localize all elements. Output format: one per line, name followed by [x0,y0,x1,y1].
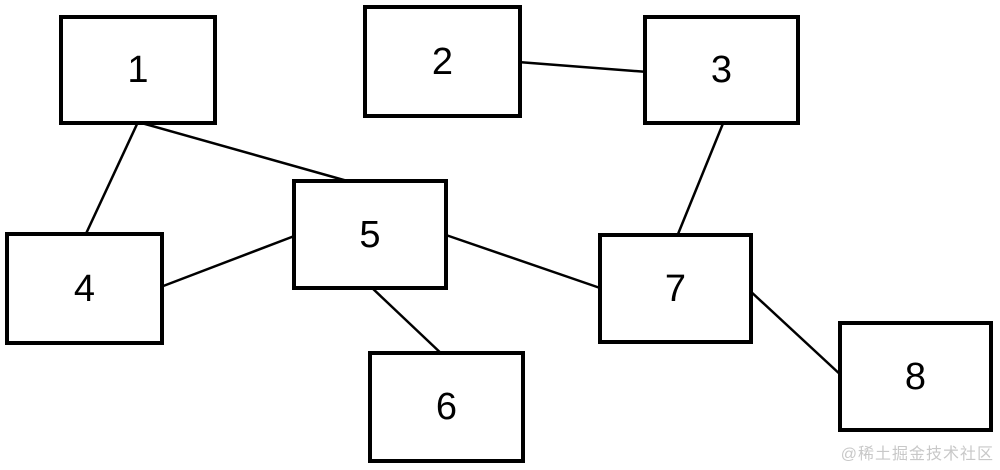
edge-1-4 [82,121,140,239]
node-2: 2 [363,5,522,118]
edge-5-7 [442,232,604,291]
node-label: 2 [431,40,454,83]
node-8: 8 [838,321,993,432]
node-label: 7 [664,267,687,310]
node-label: 6 [435,386,458,428]
node-label: 4 [73,267,96,310]
edge-2-3 [517,60,649,74]
watermark: @稀土掘金技术社区 [840,446,994,463]
node-label: 3 [710,49,733,91]
edge-7-8 [747,288,844,378]
node-1: 1 [59,15,217,125]
node-5: 5 [292,179,448,290]
node-label: 1 [127,49,149,91]
edge-4-5 [157,233,298,290]
node-label: 8 [904,355,927,398]
edge-3-7 [674,120,726,240]
node-4: 4 [5,232,164,345]
edge-1-5 [137,120,359,186]
edge-5-6 [369,285,446,358]
node-7: 7 [598,233,753,344]
node-label: 5 [359,213,381,256]
node-3: 3 [643,15,800,125]
node-6: 6 [368,351,525,463]
